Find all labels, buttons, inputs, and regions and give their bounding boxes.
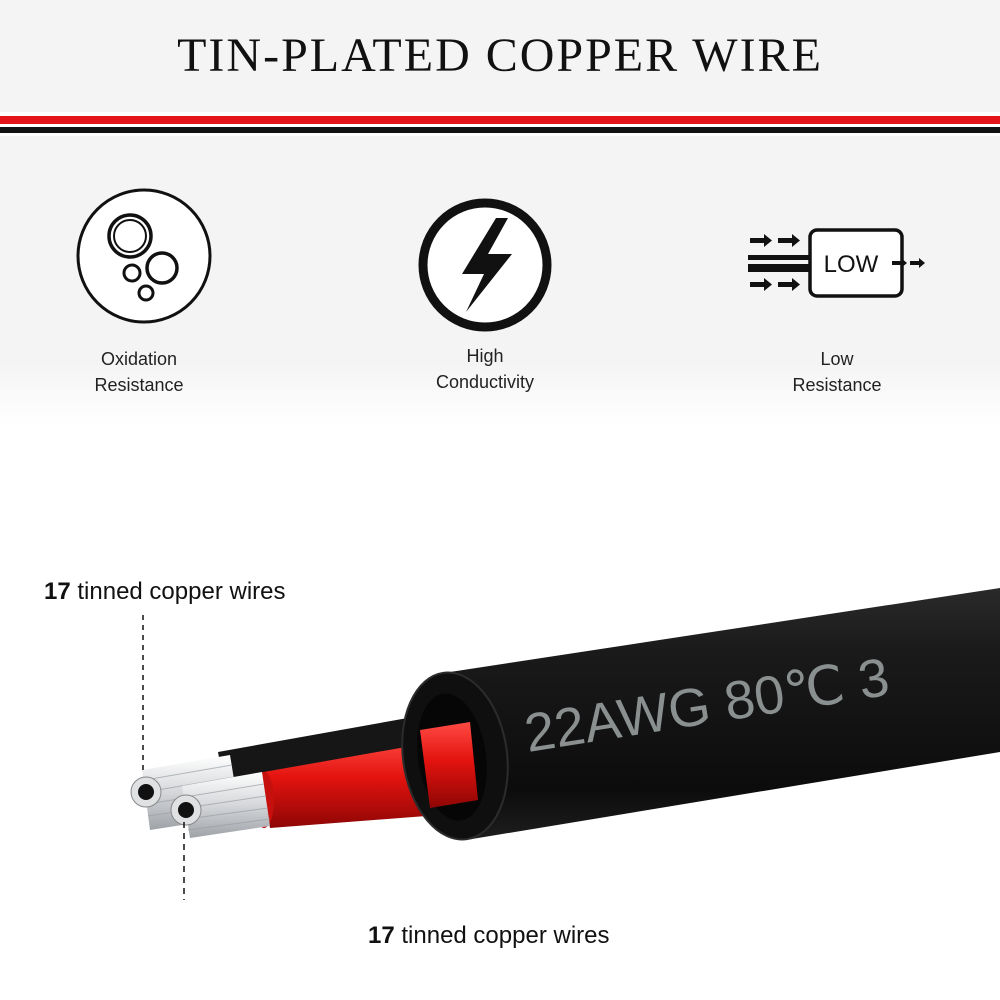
page-title: TIN-PLATED COPPER WIRE [177, 29, 823, 82]
header-band: TIN-PLATED COPPER WIRE [0, 0, 1000, 112]
lightning-bolt-icon [418, 198, 552, 332]
cable-illustration: 22AWG 80℃ 3 [130, 588, 1000, 900]
black-stripe [0, 127, 1000, 133]
feature-label: High Conductivity [435, 346, 535, 392]
feature-label: Low Resistance [792, 349, 882, 395]
callout-top: 17 tinned copper wires [44, 578, 286, 605]
feature-label: Oxidation Resistance [94, 349, 184, 395]
red-stripe [0, 116, 1000, 124]
cable-jacket [450, 588, 1000, 840]
callout-bottom: 17 tinned copper wires [368, 922, 610, 949]
low-resistance-flow-icon: LOW [748, 228, 925, 298]
low-badge: LOW [824, 251, 879, 278]
leader-line-bottom [183, 822, 185, 900]
strand-ends-red [170, 794, 202, 826]
strand-ends-black [130, 776, 162, 808]
bubbles-icon [76, 188, 212, 324]
